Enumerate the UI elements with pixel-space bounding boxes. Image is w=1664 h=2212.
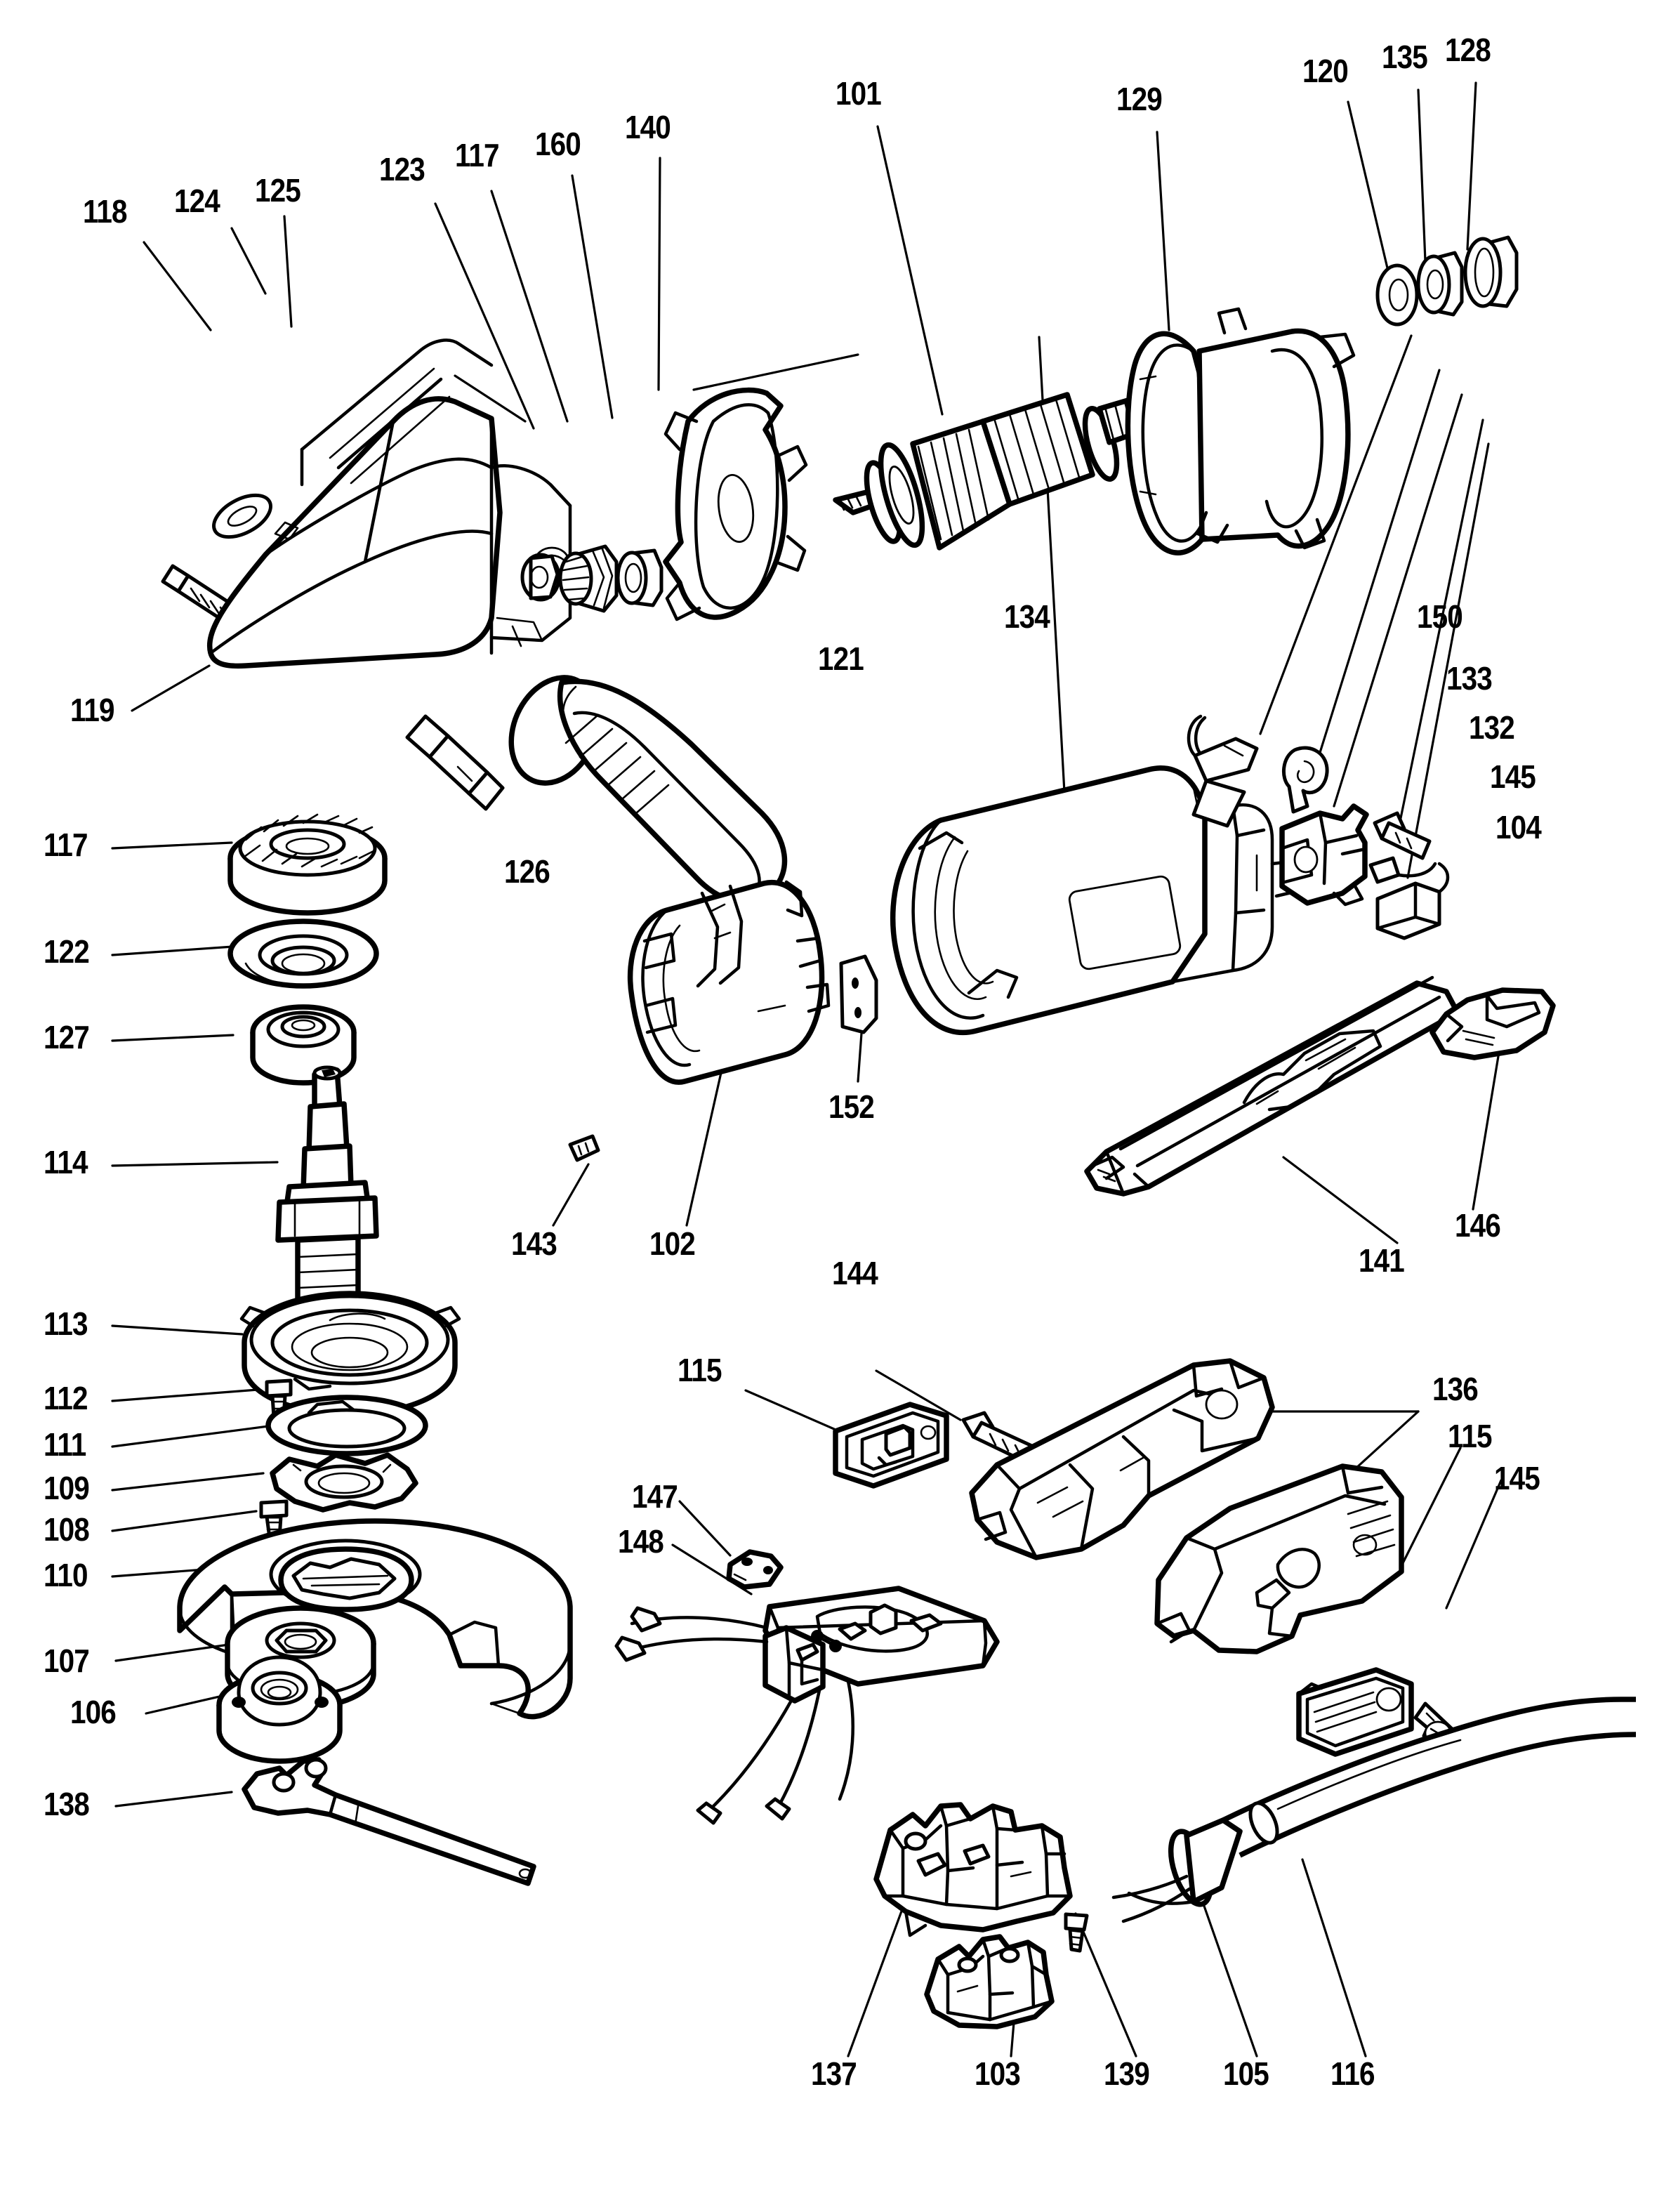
callout-124: 124 <box>174 183 220 219</box>
callout-118: 118 <box>83 193 128 230</box>
callout-108: 108 <box>44 1511 90 1548</box>
callout-105: 105 <box>1223 2055 1269 2092</box>
part-128-bearing-race <box>1463 235 1519 308</box>
callout-122: 122 <box>44 933 90 970</box>
callout-141: 141 <box>1359 1242 1405 1279</box>
callout-152: 152 <box>828 1088 875 1125</box>
callout-121: 121 <box>818 640 864 677</box>
part-110-wheel-guard <box>177 1518 573 1720</box>
part-143-screw-small <box>568 1134 600 1162</box>
part-105-cord-protector <box>1111 1817 1243 1923</box>
callout-113: 113 <box>44 1305 88 1342</box>
callout-114: 114 <box>44 1144 88 1180</box>
callout-145-top: 145 <box>1490 758 1536 795</box>
part-136-handle-half-lower <box>1154 1463 1404 1654</box>
part-102-field-stator <box>627 879 831 1085</box>
callout-103: 103 <box>975 2055 1021 2092</box>
callout-102: 102 <box>649 1225 696 1262</box>
callout-150: 150 <box>1417 598 1463 635</box>
part-135-bearing <box>1416 251 1464 317</box>
part-116-power-cord <box>1221 1697 1637 1858</box>
part-133-brush-spring <box>1281 746 1329 814</box>
part-122-seal-washer <box>227 919 379 989</box>
callout-101: 101 <box>836 75 882 112</box>
part-117-ring-gear <box>227 813 388 916</box>
part-152-insulator-plate <box>839 954 878 1034</box>
callout-123: 123 <box>379 151 425 187</box>
callout-129: 129 <box>1116 81 1163 117</box>
callout-138: 138 <box>44 1786 90 1822</box>
callout-120: 120 <box>1302 53 1349 89</box>
callout-139: 139 <box>1104 2055 1150 2092</box>
callout-132: 132 <box>1469 709 1515 746</box>
callout-112: 112 <box>44 1380 88 1416</box>
callout-117-left: 117 <box>44 827 88 863</box>
callout-133: 133 <box>1446 660 1493 697</box>
part-104-carbon-brush <box>1368 856 1450 940</box>
callout-136: 136 <box>1432 1371 1479 1407</box>
callout-107: 107 <box>44 1642 90 1679</box>
part-111-retaining-ring <box>265 1395 428 1456</box>
callout-126: 126 <box>504 853 550 890</box>
part-136-handle-half-upper <box>969 1358 1275 1560</box>
callout-127: 127 <box>44 1019 90 1055</box>
part-109-flange-plate <box>270 1452 418 1513</box>
leader-lines <box>111 81 1503 2058</box>
callout-111: 111 <box>44 1426 86 1463</box>
callout-135: 135 <box>1382 39 1428 75</box>
callout-104: 104 <box>1495 809 1542 845</box>
part-146-handle-end-cap <box>1429 987 1556 1060</box>
callout-147: 147 <box>632 1478 678 1515</box>
callout-148: 148 <box>618 1523 664 1560</box>
callout-143: 143 <box>511 1225 557 1262</box>
callout-117-top: 117 <box>455 137 500 173</box>
callout-134: 134 <box>1004 598 1050 635</box>
part-126-lock-pin <box>405 714 505 811</box>
part-106-clamp-nut <box>216 1655 343 1764</box>
part-103-switch-block <box>924 1934 1055 2029</box>
callout-137: 137 <box>811 2055 857 2092</box>
part-132-brush-holder <box>1279 803 1369 907</box>
part-113-gear-case <box>239 1291 461 1417</box>
callout-116: 116 <box>1330 2055 1375 2092</box>
callout-125: 125 <box>255 172 301 209</box>
part-117-pinion-gear <box>558 544 619 613</box>
callout-119: 119 <box>70 692 115 728</box>
part-148-switch-module <box>614 1586 1000 1825</box>
callout-145-right: 145 <box>1494 1460 1540 1496</box>
part-121-side-handle <box>508 675 788 905</box>
part-140-gear-case-plate <box>663 387 808 621</box>
part-129-baffle-ring <box>1125 307 1356 555</box>
part-160-bushing <box>616 548 663 607</box>
callout-115-mid: 115 <box>678 1352 722 1388</box>
part-150-wire-lead <box>1187 714 1259 828</box>
part-115-brush-cover-plate <box>1296 1667 1414 1757</box>
part-115-switch-cover-plate <box>833 1402 949 1489</box>
callout-144: 144 <box>832 1255 878 1291</box>
part-139-screw-switch <box>1064 1912 1089 1953</box>
callout-109: 109 <box>44 1470 90 1506</box>
callout-115-right: 115 <box>1448 1418 1493 1454</box>
callout-160: 160 <box>535 126 581 162</box>
callout-110: 110 <box>44 1557 88 1593</box>
callout-140: 140 <box>625 109 671 145</box>
part-145-screw <box>1373 811 1432 860</box>
part-123-lock-nut <box>520 553 561 602</box>
callout-128: 128 <box>1445 32 1491 68</box>
part-134-motor-housing <box>890 765 1302 1036</box>
callout-146: 146 <box>1455 1207 1501 1244</box>
callout-106: 106 <box>70 1694 117 1730</box>
part-138-spanner-wrench <box>242 1757 536 1886</box>
part-124-washer <box>212 493 272 539</box>
part-137-switch-assembly <box>873 1802 1073 1937</box>
part-120-washer <box>1375 263 1419 327</box>
part-147-clamp-bracket <box>726 1549 784 1590</box>
